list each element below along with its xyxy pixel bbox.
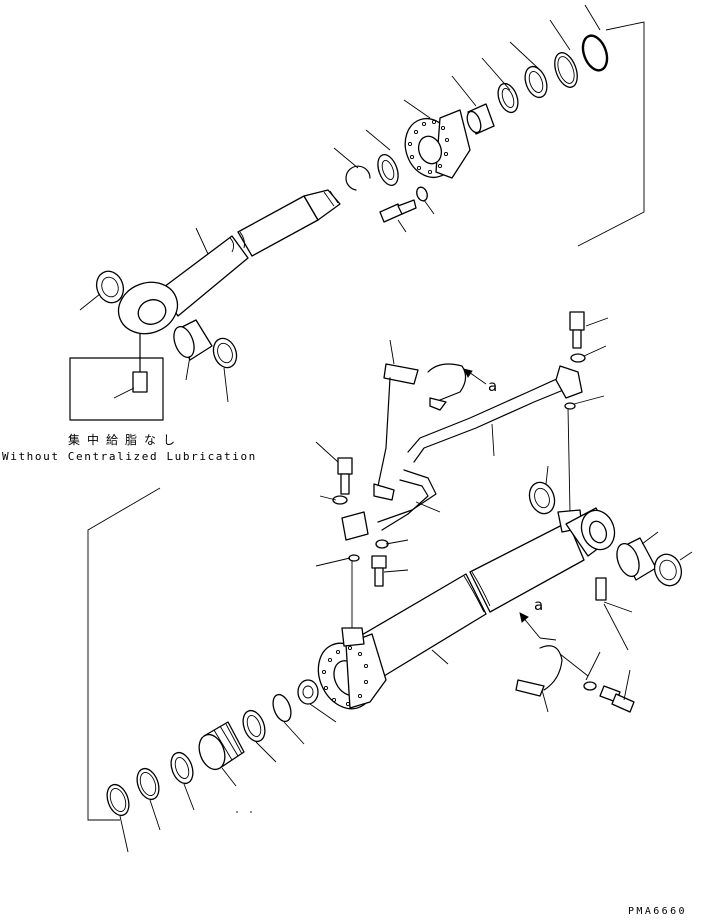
rod-threaded-end xyxy=(303,189,341,221)
piston-nut xyxy=(297,679,319,705)
piston-rod-assembly xyxy=(69,34,609,421)
flange-bolt-mid xyxy=(371,555,387,569)
tube-flange-left xyxy=(341,511,369,541)
cylinder-head-bore xyxy=(417,135,443,165)
flange-o-ring-right xyxy=(564,402,576,410)
tube-port-head xyxy=(341,627,365,647)
backup-ring-head xyxy=(554,52,578,88)
snap-ring xyxy=(345,165,371,191)
tube-flange-right xyxy=(555,365,583,399)
o-ring-head xyxy=(581,34,609,72)
pipe-bracket-lower xyxy=(373,483,395,501)
leader-lines-upper xyxy=(79,4,645,403)
cylinder-head-body xyxy=(435,109,471,179)
grease-fitting-bottom xyxy=(595,577,607,601)
buffer-ring xyxy=(497,82,519,114)
cylinder-tube-assembly xyxy=(106,481,683,817)
hydraulic-tube-short xyxy=(377,469,437,523)
leader-lines-middle xyxy=(315,317,609,628)
dust-seal-bottom-left xyxy=(528,481,556,515)
clamp-washer xyxy=(583,681,597,691)
leader-lines-lower xyxy=(87,465,693,853)
drawing-code: PMA6660 xyxy=(628,906,687,917)
wear-ring xyxy=(170,751,194,785)
backup-ring xyxy=(106,783,130,817)
head-bolt-holes xyxy=(407,119,450,175)
dust-seal-rod-right xyxy=(212,337,238,369)
hydraulic-tube-long xyxy=(407,371,573,453)
flange-o-ring-left xyxy=(348,554,360,562)
pipe-clamp-upper xyxy=(427,363,467,401)
rod-seal xyxy=(524,65,548,99)
tube-flange-bolt-holes xyxy=(321,645,369,707)
dust-seal-bottom-right xyxy=(653,553,683,587)
tube-break-mark xyxy=(463,571,491,613)
piston-ring xyxy=(136,767,160,801)
cylinder-tube-upper-segment xyxy=(469,521,585,613)
flange-bolt-right-head xyxy=(569,311,585,331)
grease-fitting-detail-box xyxy=(69,357,164,421)
piping-assembly xyxy=(332,311,586,587)
flange-washer-right xyxy=(570,353,586,363)
detail-note-english: Without Centralized Lubrication xyxy=(2,450,257,463)
grease-fitting xyxy=(132,371,148,393)
detail-note-japanese: 集中給脂なし xyxy=(68,433,183,447)
rod-packing xyxy=(377,154,399,186)
view-letter-upper: a xyxy=(488,377,498,395)
dust-seal-rod-left xyxy=(95,270,125,304)
head-bolt-washer xyxy=(416,186,428,202)
view-letter-lower: a xyxy=(534,596,544,614)
flange-bolt-left-head xyxy=(337,457,353,475)
piston-seal xyxy=(242,709,266,743)
o-ring-piston xyxy=(272,693,292,723)
rod-eye-bore xyxy=(137,299,167,325)
piston-rod-upper-segment xyxy=(237,195,319,257)
rod-break-mark xyxy=(229,231,245,253)
pipe-bracket-upper xyxy=(383,363,419,385)
pipe-clamp-lower xyxy=(539,645,563,691)
flange-washer-left xyxy=(332,495,348,505)
